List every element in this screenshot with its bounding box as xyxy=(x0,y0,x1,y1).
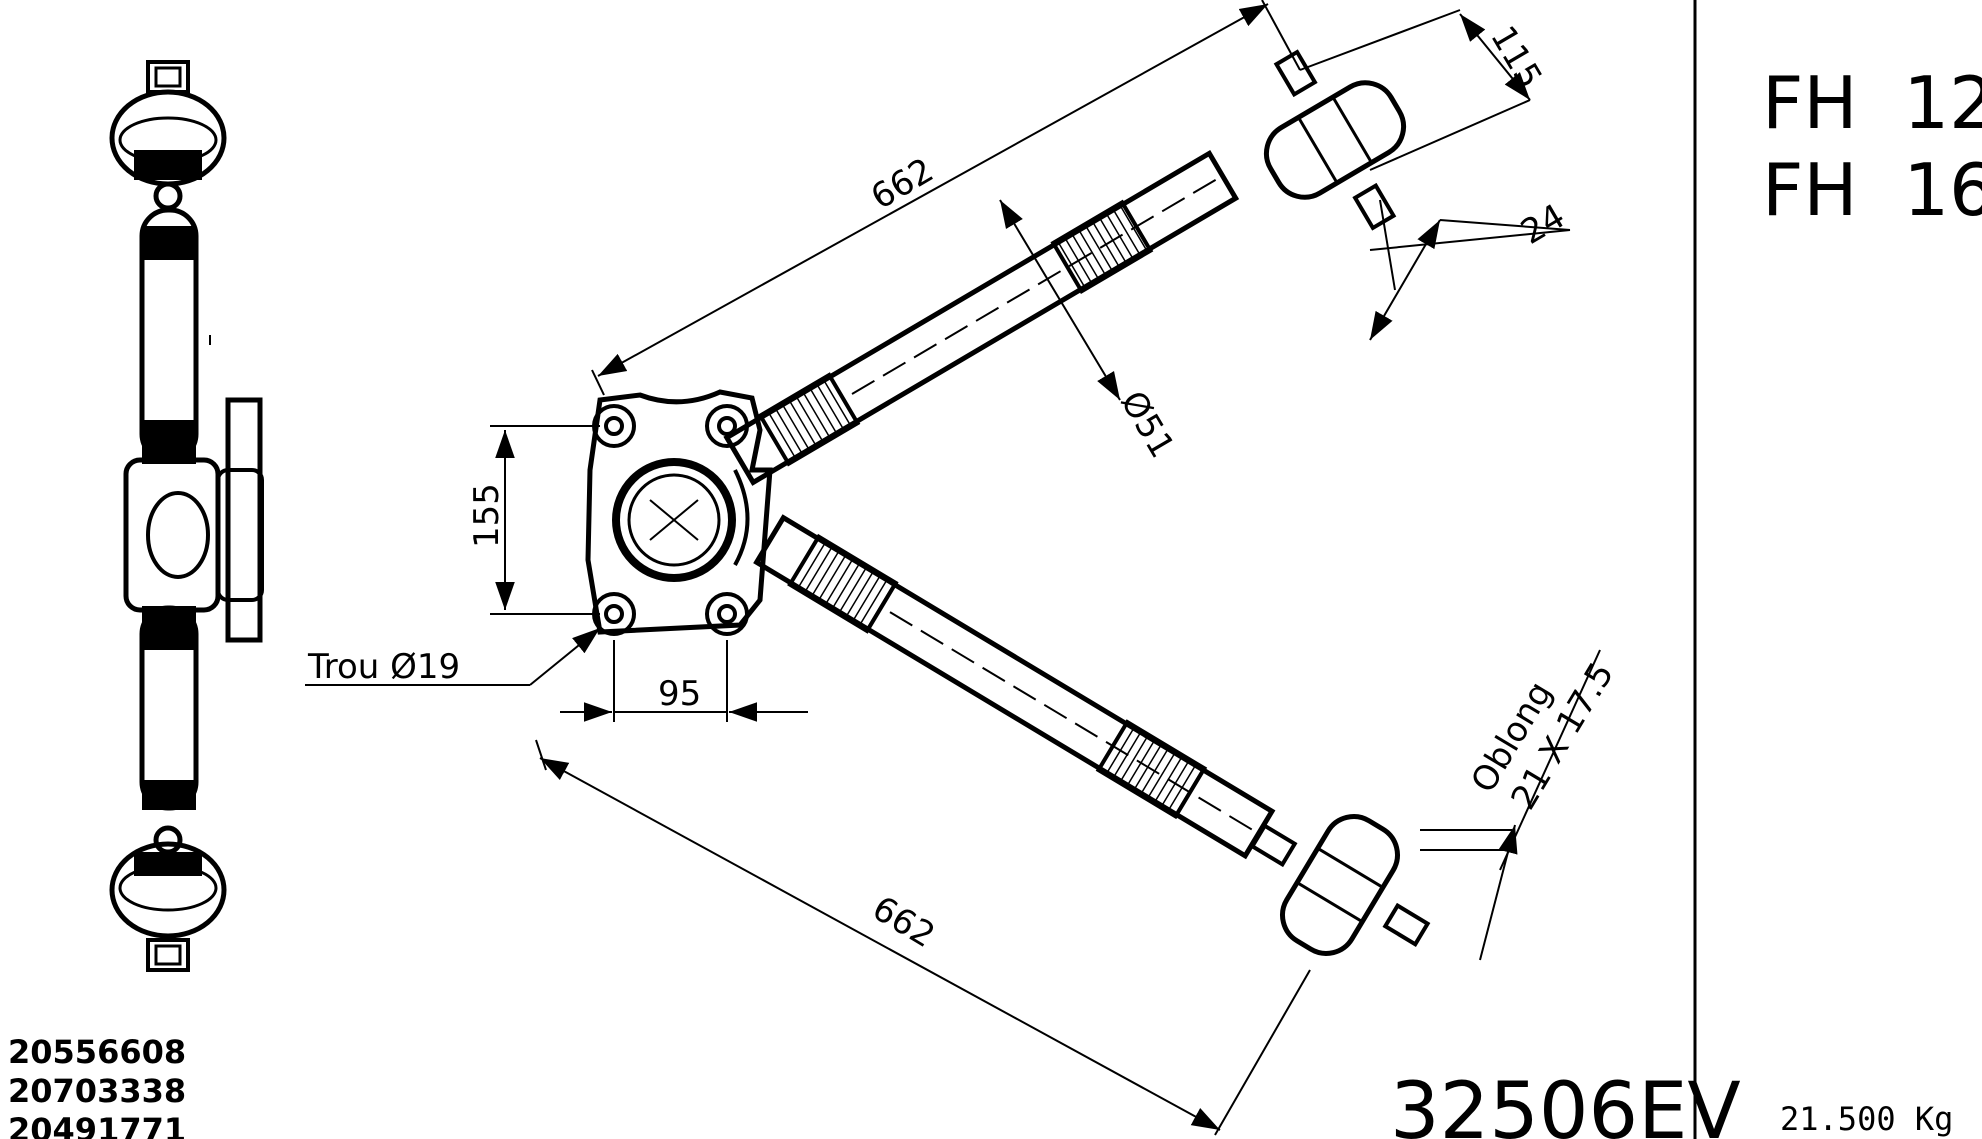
dim-lower-length: 662 xyxy=(865,888,941,956)
dimension-lines xyxy=(305,0,1601,1136)
dim-stud-diameter: 24 xyxy=(1514,196,1572,252)
model-line-2: FH 16 xyxy=(1762,148,1982,232)
dim-bolt-spacing-horizontal: 95 xyxy=(658,674,701,714)
dim-tube-diameter: Ø51 xyxy=(1112,384,1182,465)
part-number-1: 20556608 xyxy=(8,1033,186,1071)
part-number-3: 20491771 xyxy=(8,1111,186,1139)
reference-number: 32506EV xyxy=(1390,1067,1741,1139)
part-number-2: 20703338 xyxy=(8,1072,186,1110)
dim-hole: Trou Ø19 xyxy=(307,647,460,687)
bolt-hole-bottom-right xyxy=(705,592,749,636)
model-line-1: FH 12 xyxy=(1762,61,1982,145)
v-rod-view xyxy=(585,49,1431,956)
dim-bolt-spacing-vertical: 155 xyxy=(467,483,507,548)
dim-end-width: 115 xyxy=(1482,19,1549,95)
weight-label: 21.500 Kg xyxy=(1780,1100,1953,1138)
side-view xyxy=(109,60,264,972)
